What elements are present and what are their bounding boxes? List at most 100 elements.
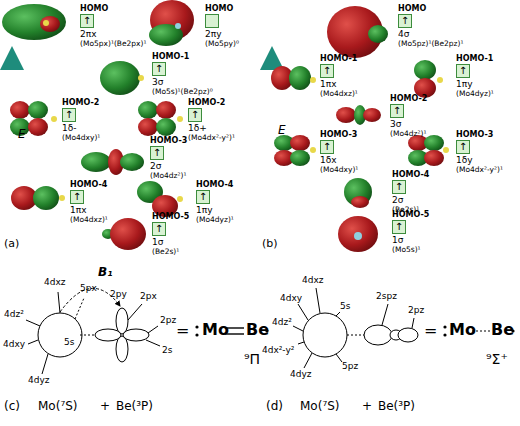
- orbital-symbol: 1πy: [456, 79, 472, 89]
- figure-label: Be(³P): [116, 400, 153, 413]
- figure-label: (a): [4, 238, 19, 250]
- orbital-symbol: 1δy: [456, 155, 473, 165]
- orbital-name: HOMO-2: [62, 98, 99, 107]
- orbital-label: HOMO-5↑1σ(Be2s)¹: [152, 212, 189, 256]
- occupancy-box: ↑: [196, 190, 210, 204]
- figure-label: 4dyz: [290, 370, 312, 380]
- orbital-label: HOMO↑2πx(Mo5px)¹(Be2px)¹: [80, 4, 146, 48]
- occupancy-box: ↑: [152, 222, 166, 236]
- orbital-composition: (Mo4dxy)¹: [62, 134, 100, 143]
- figure-label: Mo: [449, 321, 476, 339]
- orbital-name: HOMO-1: [456, 54, 493, 63]
- orbital-label: HOMO↑4σ(Mo5pz)¹(Be2pz)¹: [398, 4, 463, 48]
- orbital-symbol: 3σ: [390, 119, 401, 129]
- figure-label: B₁: [98, 266, 112, 279]
- orbital-label: HOMO-1↑3σ(Mo5s)¹(Be2pz)⁰: [152, 52, 213, 96]
- orbital-label: HOMO-4↑2σ(Be2s)¹: [392, 170, 429, 214]
- orbital-symbol: 3σ: [152, 77, 163, 87]
- orbital-composition: (Mo5px)¹(Be2px)¹: [80, 40, 146, 49]
- figure-label: 2py: [110, 290, 127, 300]
- orbital-label: HOMO-1↑1πx(Mo4dxz)¹: [320, 54, 358, 98]
- orbital-symbol: 2σ: [150, 161, 161, 171]
- figure-label: ⁹Π: [244, 352, 260, 367]
- occupancy-box: ↑: [456, 140, 470, 154]
- figure-label: Be: [246, 321, 269, 339]
- orbital-name: HOMO-2: [188, 98, 225, 107]
- orbital-name: HOMO-2: [390, 94, 427, 103]
- orbital-label: HOMO-2↑1δ+(Mo4dx²-y²)¹: [188, 98, 235, 142]
- figure-label: E: [18, 128, 26, 141]
- orbital-symbol: 4σ: [398, 29, 409, 39]
- orbital-name: HOMO: [80, 4, 108, 13]
- figure-label: 4dxz: [302, 276, 324, 286]
- figure-label: 5pz: [342, 362, 358, 372]
- orbital-symbol: 1πy: [196, 205, 212, 215]
- figure-label: E: [278, 124, 286, 137]
- figure-label: ⁹Σ⁺: [486, 352, 508, 367]
- figure-label: 4dz²: [272, 318, 292, 328]
- orbital-composition: (Mo5s)¹(Be2pz)⁰: [152, 88, 213, 97]
- occupancy-box: ↑: [80, 14, 94, 28]
- occupancy-box: ↑: [392, 180, 406, 194]
- figure-label: =: [424, 322, 437, 340]
- orbital-composition: (Mo5pz)¹(Be2pz)¹: [398, 40, 463, 49]
- figure-label: Be: [491, 321, 514, 339]
- orbital-name: HOMO-1: [320, 54, 357, 63]
- figure-label: Be(³P): [378, 400, 415, 413]
- occupancy-box: ↑: [320, 140, 334, 154]
- figure-label: 4dxy: [3, 340, 25, 350]
- occupancy-box: ↑: [188, 108, 202, 122]
- orbital-name: HOMO-5: [152, 212, 189, 221]
- figure-label: 5s: [64, 338, 74, 348]
- occupancy-box: ↑: [152, 62, 166, 76]
- orbital-symbol: 1δ-: [62, 123, 76, 133]
- orbital-label: HOMO 2πy(Mo5py)⁰: [205, 4, 239, 48]
- figure-label: 5px: [80, 284, 97, 294]
- occupancy-box: ↑: [390, 104, 404, 118]
- figure-label: (d): [266, 400, 283, 413]
- orbital-composition: (Mo4dyz)¹: [196, 216, 234, 225]
- orbital-name: HOMO: [205, 4, 233, 13]
- figure-label: (c): [4, 400, 20, 413]
- figure-label: +: [100, 400, 110, 413]
- orbital-symbol: 2πy: [205, 29, 221, 39]
- orbital-composition: (Mo4dxz)¹: [70, 216, 108, 225]
- orbital-label: HOMO-4↑1πx(Mo4dxz)¹: [70, 180, 108, 224]
- orbital-label: HOMO-4↑1πy(Mo4dyz)¹: [196, 180, 234, 224]
- occupancy-box: ↑: [62, 108, 76, 122]
- figure-label: 2px: [140, 292, 157, 302]
- orbital-symbol: 1δ+: [188, 123, 207, 133]
- figure-label: 5s: [340, 302, 350, 312]
- orbital-composition: (Be2s)¹: [152, 248, 179, 257]
- empty-occupancy-box: [205, 14, 219, 28]
- occupancy-box: ↑: [320, 64, 334, 78]
- figure-label: 4dxy: [280, 294, 302, 304]
- orbital-label: HOMO-1↑1πy(Mo4dyz)¹: [456, 54, 494, 98]
- orbital-symbol: 1δx: [320, 155, 337, 165]
- occupancy-box: ↑: [70, 190, 84, 204]
- figure-label: +: [362, 400, 372, 413]
- orbital-composition: (Mo4dx²-y²)¹: [456, 166, 503, 175]
- figure-label: 4dyz: [28, 376, 50, 386]
- orbital-symbol: 1πx: [70, 205, 86, 215]
- orbital-name: HOMO-1: [152, 52, 189, 61]
- orbital-label: HOMO-3↑1δx(Mo4dxy)¹: [320, 130, 358, 174]
- orbital-composition: (Mo5s)¹: [392, 246, 421, 255]
- figure-label: Mo(⁷S): [38, 400, 78, 413]
- figure-label: 4dx²-y²: [262, 346, 294, 356]
- orbital-label: HOMO-2↑3σ(Mo4dz²)¹: [390, 94, 427, 138]
- figure-label: 2s: [162, 346, 172, 356]
- orbital-label: HOMO-3↑1δy(Mo4dx²-y²)¹: [456, 130, 503, 174]
- orbital-name: HOMO-3: [320, 130, 357, 139]
- orbital-name: HOMO-5: [392, 210, 429, 219]
- figure-label: Mo: [202, 321, 229, 339]
- orbital-symbol: 2πx: [80, 29, 96, 39]
- orbital-composition: (Mo4dxy)¹: [320, 166, 358, 175]
- orbital-label: HOMO-2↑1δ-(Mo4dxy)¹: [62, 98, 100, 142]
- orbital-composition: (Mo5py)⁰: [205, 40, 239, 49]
- figure-label: Mo(⁷S): [300, 400, 340, 413]
- orbital-symbol: 1σ: [152, 237, 163, 247]
- orbital-name: HOMO-3: [150, 136, 187, 145]
- orbital-name: HOMO: [398, 4, 426, 13]
